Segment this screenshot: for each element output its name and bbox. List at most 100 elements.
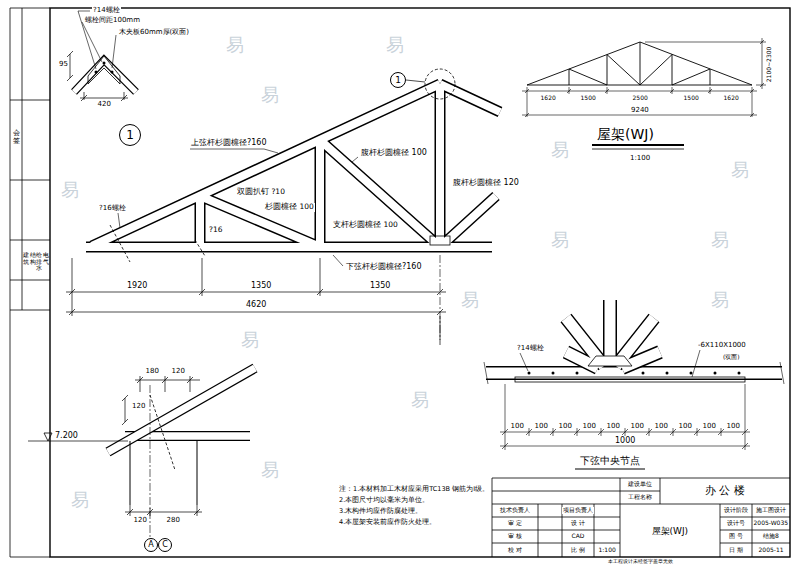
title-block-cell: 项目负责人 <box>562 507 594 514</box>
member-label: 下弦杆杉圆檩径?160 <box>345 262 423 271</box>
dimension-text: 100 <box>510 422 525 430</box>
title-block-cell: 校 对 <box>507 547 523 554</box>
title-block-cell: 办 公 楼 <box>704 485 746 498</box>
dimension-text: 1620 <box>723 95 740 102</box>
watermark: 易 <box>241 330 259 351</box>
margin-cell: 建筑 <box>23 252 29 265</box>
view-title: 下弦中央节点 <box>579 455 641 467</box>
drawing-title: 屋架(WJ) <box>596 126 655 142</box>
dimension-text: 1500 <box>580 95 597 102</box>
dimension-text: 120 <box>131 402 146 410</box>
title-block-cell: 设计阶段 <box>723 507 749 514</box>
member-label: 腹杆杉圆檩径 120 <box>452 178 520 187</box>
watermark: 易 <box>261 460 279 481</box>
margin-cell: 会签 <box>13 130 20 145</box>
dimension-text: 1620 <box>540 95 557 102</box>
callout-circle: A <box>144 538 158 552</box>
dimension-text: 420 <box>97 100 112 108</box>
dimension-text: 100 <box>582 422 597 430</box>
member-label: ?16 <box>208 226 224 235</box>
margin-cell: 结构 <box>30 252 36 265</box>
title-block-cell: 技术负责人 <box>499 507 531 514</box>
callout-text: 1 <box>395 76 401 85</box>
dimension-text: 1920 <box>126 281 148 290</box>
title-block-cell: 设 计 <box>570 520 586 527</box>
dimension-text: 120 <box>171 367 186 375</box>
dimension-text: 100 <box>726 422 741 430</box>
member-label: 木夹板60mm厚(双面) <box>118 28 190 36</box>
note-text: 4.本屋架安装前应作防火处理。 <box>338 519 437 526</box>
dimension-text: 1350 <box>369 281 391 290</box>
watermark: 易 <box>261 85 279 106</box>
watermark: 易 <box>551 140 569 161</box>
title-block-cell: 图 号 <box>728 533 744 540</box>
title-block-cell: 施工图设计 <box>755 507 787 514</box>
note-text: 2.本图尺寸均以毫米为单位。 <box>338 497 430 504</box>
member-label: 螺栓间距100mm <box>84 16 141 24</box>
dimension-text: 95 <box>58 60 69 68</box>
member-label: 双圆扒钉 ?10 <box>236 188 286 197</box>
title-block-cell: 日 期 <box>728 547 744 554</box>
title-block-cell: 审 定 <box>507 520 523 527</box>
callout-circle: C <box>158 538 172 552</box>
member-label: ?16螺栓 <box>98 204 127 212</box>
title-block-cell: 比 例 <box>570 547 586 554</box>
callout-text: A <box>148 541 153 549</box>
title-block-cell: CAD <box>571 533 586 540</box>
dimension-text: 1350 <box>250 281 272 290</box>
dimension-text: 100 <box>630 422 645 430</box>
dimension-text: 100 <box>558 422 573 430</box>
watermark: 易 <box>71 490 89 511</box>
member-label: (双面) <box>722 354 741 361</box>
member-label: 腹杆杉圆檩径 100 <box>360 148 428 157</box>
dimension-text: 2500 <box>632 95 649 102</box>
watermark: 易 <box>461 290 479 311</box>
member-label: 上弦杆杉圆檩径?160 <box>190 138 268 147</box>
member-label: 杉圆檩径 100 <box>264 203 315 212</box>
note-text: 3.木构件均应作防腐处理。 <box>338 508 423 515</box>
watermark: 易 <box>711 290 729 311</box>
watermark: 易 <box>411 390 429 411</box>
callout-circle: 1 <box>119 124 141 146</box>
watermark: 易 <box>226 35 244 56</box>
member-label: ?14螺栓 <box>516 344 545 352</box>
callout-circle: 1 <box>390 72 406 88</box>
dimension-text: 280 <box>166 516 181 524</box>
title-block-cell: 设计号 <box>726 520 746 527</box>
dimension-text: 100 <box>654 422 669 430</box>
dimension-text: 1000 <box>614 436 636 445</box>
dimension-text: 100 <box>534 422 549 430</box>
callout-text: 1 <box>126 129 134 141</box>
dimension-text: 100 <box>702 422 717 430</box>
dimension-text: 7.200 <box>54 431 79 440</box>
title-block-cell: 审 核 <box>507 533 523 540</box>
callout-text: C <box>162 541 168 549</box>
member-label: 支杆杉圆檩径 100 <box>332 221 399 230</box>
title-block-cell: 建设单位 <box>627 481 653 488</box>
title-block-cell: 工程名称 <box>627 494 653 501</box>
watermark: 易 <box>711 230 729 251</box>
dimension-text: 180 <box>145 367 160 375</box>
watermark: 易 <box>386 35 404 56</box>
member-label: -6X110X1000 <box>697 341 747 349</box>
title-block-cell: 屋架(WJ) <box>651 526 690 536</box>
title-block-cell: 2005-W035 <box>753 520 790 527</box>
title-block-cell: 1:100 <box>598 547 617 554</box>
title-block-cell: 结施8 <box>762 533 780 540</box>
title-block-cell: 本工程设计未经签字盖章无效 <box>607 558 674 564</box>
title-block-cell: 2005-11 <box>758 547 785 554</box>
dimension-text: 1500 <box>683 95 700 102</box>
view-title: 1:100 <box>629 154 651 162</box>
watermark: 易 <box>731 160 749 181</box>
dimension-text: 9240 <box>630 106 650 114</box>
dimension-text: 4620 <box>245 300 267 309</box>
note-text: 注：1.本材料加工木材应采用TC13B 钢筋为Ⅰ级。 <box>338 486 490 493</box>
watermark: 易 <box>61 180 79 201</box>
dimension-text: 100 <box>678 422 693 430</box>
dimension-text: 2100~2300 <box>766 45 773 83</box>
watermark: 易 <box>551 230 569 251</box>
margin-cell: 给排水 <box>36 252 42 272</box>
margin-cell: 电气 <box>43 252 49 265</box>
dimension-text: 100 <box>606 422 621 430</box>
